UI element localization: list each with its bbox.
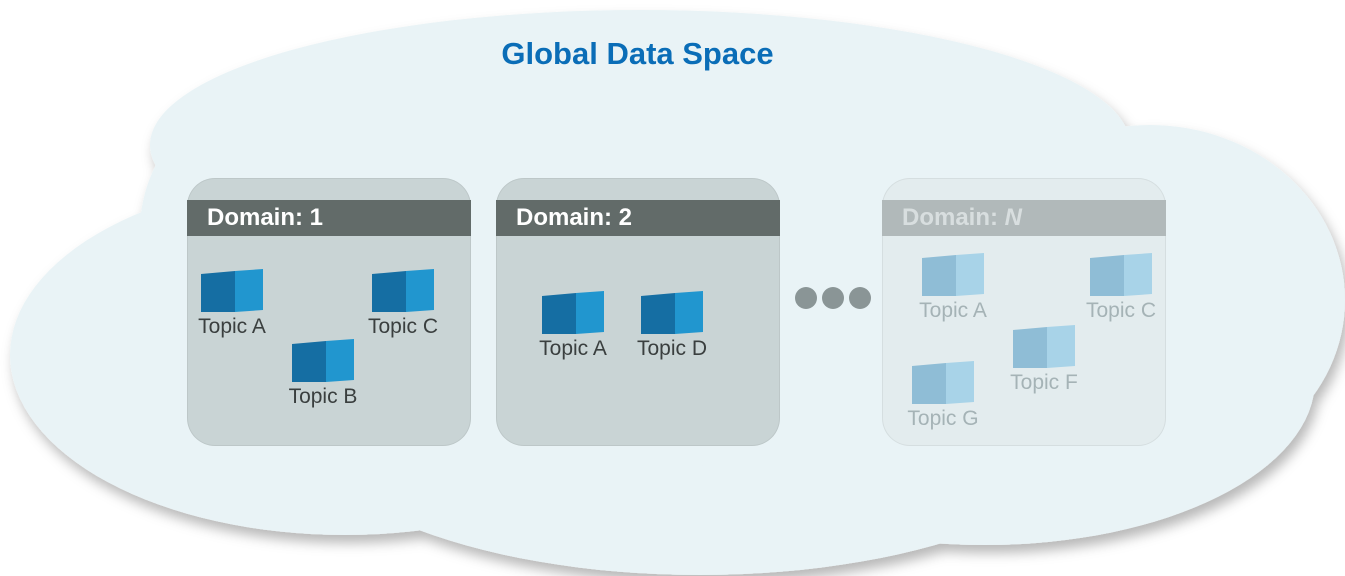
topic-node: Topic A — [903, 252, 1003, 323]
diagram-title: Global Data Space — [501, 36, 774, 71]
topic-node: Topic B — [273, 338, 373, 409]
topic-node: Topic C — [1071, 252, 1171, 323]
cube-icon — [922, 253, 984, 296]
topic-node: Topic G — [893, 360, 993, 431]
cube-icon — [1013, 325, 1075, 368]
domain-header-2: Domain: 2 — [496, 200, 780, 236]
topic-node: Topic C — [353, 268, 453, 339]
domain-header-n: Domain: N — [882, 200, 1166, 236]
domain-panel-2: Domain: 2 Topic A Topic D — [496, 178, 780, 446]
topic-node: Topic F — [994, 324, 1094, 395]
cube-icon — [542, 291, 604, 334]
domain-header-1: Domain: 1 — [187, 200, 471, 236]
cube-icon — [912, 361, 974, 404]
cube-icon — [292, 339, 354, 382]
cube-icon — [372, 269, 434, 312]
cube-icon — [641, 291, 703, 334]
ellipsis-icon — [795, 287, 875, 309]
topic-node: Topic A — [182, 268, 282, 339]
cube-icon — [201, 269, 263, 312]
topic-node: Topic D — [622, 290, 722, 361]
domain-panel-1: Domain: 1 Topic A Topic C Topic B — [187, 178, 471, 446]
cube-icon — [1090, 253, 1152, 296]
topic-node: Topic A — [523, 290, 623, 361]
domain-panel-n: Domain: N Topic A Topic C Topic F — [882, 178, 1166, 446]
